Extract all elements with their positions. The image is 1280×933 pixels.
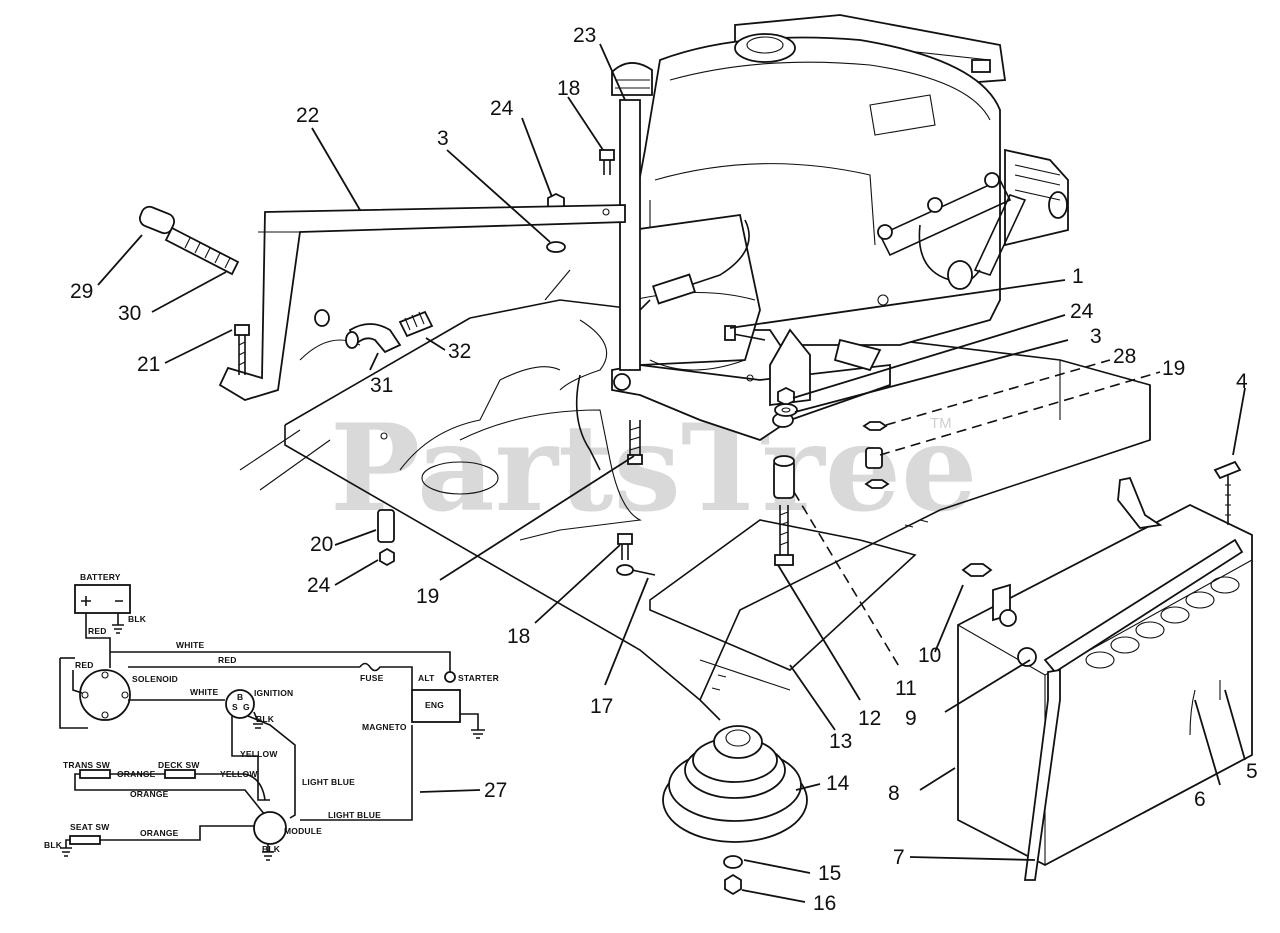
- callout-4: 4: [1236, 370, 1248, 393]
- battery-assembly: [957, 460, 1253, 881]
- callout-11: 11: [895, 677, 917, 700]
- wire-label-white-2: WHITE: [190, 687, 219, 697]
- wire-label-seat-sw: SEAT SW: [70, 822, 110, 832]
- callout-30: 30: [118, 302, 141, 325]
- callout-18-bottom: 18: [507, 625, 530, 648]
- callout-24-top: 24: [490, 97, 514, 120]
- callout-17: 17: [590, 695, 613, 718]
- wire-label-ign-s: S: [232, 702, 238, 712]
- callout-13: 13: [829, 730, 852, 753]
- callout-31: 31: [370, 374, 393, 397]
- callout-14: 14: [826, 772, 850, 795]
- deck-switch-symbol: [164, 769, 196, 779]
- solenoid-symbol: [79, 669, 131, 721]
- wire-label-blk-seat: BLK: [44, 840, 63, 850]
- wire-label-red-3: RED: [218, 655, 237, 665]
- callout-9: 9: [905, 707, 917, 730]
- ignition-switch-symbol: [225, 689, 255, 719]
- wire-label-red-1: RED: [88, 626, 107, 636]
- callout-3-top: 3: [437, 127, 449, 150]
- bracket-22: [218, 204, 626, 401]
- wire-label-orange-1: ORANGE: [117, 769, 156, 779]
- engine: [575, 14, 1069, 471]
- seat-switch-symbol: [69, 835, 101, 845]
- wire-label-ignition: IGNITION: [254, 688, 293, 698]
- callout-21: 21: [137, 353, 160, 376]
- callout-23: 23: [573, 24, 596, 47]
- wire-label-light-blue-2: LIGHT BLUE: [328, 810, 381, 820]
- battery-symbol: [74, 584, 131, 614]
- wire-label-magneto: MAGNETO: [362, 722, 407, 732]
- wire-label-white-1: WHITE: [176, 640, 205, 650]
- callout-7: 7: [893, 846, 905, 869]
- wire-label-yellow-2: YELLOW: [220, 769, 258, 779]
- engine-hardware: [377, 149, 890, 576]
- engine-symbol: [411, 689, 461, 723]
- callout-leaders: [97, 43, 1246, 903]
- wire-label-ign-g: G: [243, 702, 250, 712]
- wire-label-fuse: FUSE: [360, 673, 384, 683]
- watermark-tm: TM: [930, 415, 952, 432]
- callout-12: 12: [858, 707, 881, 730]
- callout-27: 27: [484, 779, 507, 802]
- callout-numbers: 1 3 3 4 5 6 7 8 9 10 11 12 13 14 15 16 1…: [70, 24, 1258, 915]
- callout-22: 22: [296, 104, 319, 127]
- wiring-schematic: BATTERY BLK RED WHITE RED RED SOLENOID W…: [44, 572, 499, 861]
- wire-label-eng: ENG: [425, 700, 444, 710]
- callout-6: 6: [1194, 788, 1206, 811]
- pulley: [662, 725, 808, 896]
- callout-3-right: 3: [1090, 325, 1102, 348]
- wire-label-solenoid: SOLENOID: [132, 674, 178, 684]
- callout-24-right: 24: [1070, 300, 1094, 323]
- wire-label-yellow-1: YELLOW: [240, 749, 278, 759]
- wire-label-red-2: RED: [75, 660, 94, 670]
- wire-label-ign-b: B: [237, 692, 243, 702]
- wire-label-orange-3: ORANGE: [140, 828, 179, 838]
- wire-label-deck-sw: DECK SW: [158, 760, 200, 770]
- callout-24-left: 24: [307, 574, 331, 597]
- callout-15: 15: [818, 862, 841, 885]
- callout-1: 1: [1072, 265, 1084, 288]
- fittings-31-32: [314, 309, 434, 354]
- trans-switch-symbol: [79, 769, 111, 779]
- wire-label-orange-2: ORANGE: [130, 789, 169, 799]
- callout-18-top: 18: [557, 77, 580, 100]
- wire-label-light-blue-1: LIGHT BLUE: [302, 777, 355, 787]
- callout-10: 10: [918, 644, 941, 667]
- callout-20: 20: [310, 533, 333, 556]
- callout-19-right: 19: [1162, 357, 1185, 380]
- wire-label-module: MODULE: [284, 826, 322, 836]
- module-symbol: [253, 811, 287, 845]
- callout-8: 8: [888, 782, 900, 805]
- wire-label-trans-sw: TRANS SW: [63, 760, 111, 770]
- callout-5: 5: [1246, 760, 1258, 783]
- wire-label-starter: STARTER: [458, 673, 499, 683]
- callout-19-left: 19: [416, 585, 439, 608]
- callout-28: 28: [1113, 345, 1136, 368]
- wire-label-blk-battery: BLK: [128, 614, 147, 624]
- callout-16: 16: [813, 892, 836, 915]
- wire-label-blk-module: BLK: [262, 844, 281, 854]
- wire-label-alt: ALT: [418, 673, 435, 683]
- wire-label-battery: BATTERY: [80, 572, 121, 582]
- pin-29-30: [139, 205, 240, 276]
- wire-label-blk-ignition: BLK: [256, 714, 275, 724]
- callout-32: 32: [448, 340, 471, 363]
- callout-29: 29: [70, 280, 93, 303]
